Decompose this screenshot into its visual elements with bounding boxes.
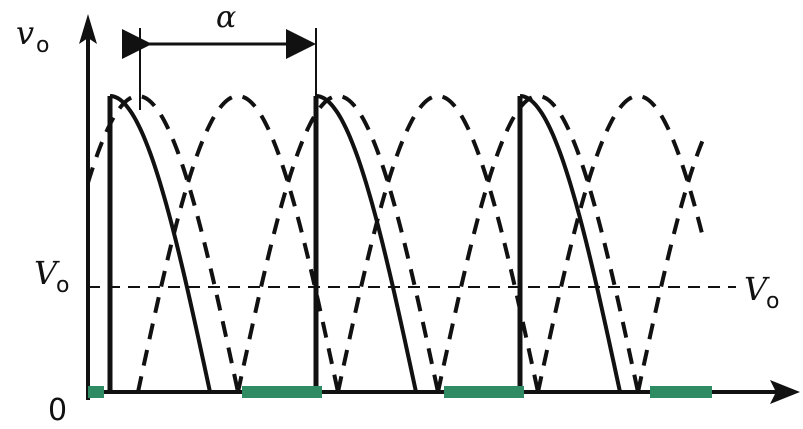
- dc-level-label-right-subscript: o: [766, 289, 779, 314]
- conduction-bar: [242, 386, 322, 398]
- decaying-segment: [315, 94, 418, 393]
- dc-level-label-left-subscript: o: [56, 273, 69, 298]
- decaying-segment: [109, 94, 212, 393]
- dashed-sinusoid-lobe: [636, 136, 706, 393]
- output-pulse-3: [517, 94, 622, 393]
- origin-label: 0: [48, 393, 67, 428]
- x-axis-arrowhead: [770, 380, 800, 404]
- output-pulse-2: [313, 94, 418, 393]
- decaying-segment: [519, 94, 622, 393]
- y-axis-label: v: [16, 14, 34, 52]
- conduction-interval-bars: [88, 386, 712, 398]
- dashed-sinusoid-lobe: [536, 93, 706, 393]
- dashed-sinusoid-lobe: [86, 93, 240, 393]
- dashed-sinusoids: [86, 93, 706, 393]
- dashed-sinusoid-lobe: [136, 93, 340, 393]
- dashed-sinusoid-lobe: [436, 93, 640, 393]
- dc-level-label-left: V: [34, 254, 60, 292]
- y-axis-arrowhead: [79, 14, 97, 44]
- conduction-bar: [650, 386, 712, 398]
- alpha-label: α: [216, 0, 236, 35]
- y-axis-label-subscript: o: [36, 33, 49, 58]
- dashed-sinusoid-lobe: [336, 93, 540, 393]
- output-pulse-1: [107, 94, 212, 393]
- dashed-sinusoid-lobe: [236, 93, 440, 393]
- conduction-bar: [88, 386, 104, 398]
- conduction-bar: [444, 386, 524, 398]
- output-voltage-waveform: [107, 94, 622, 393]
- dc-level-label-right: V: [744, 270, 770, 308]
